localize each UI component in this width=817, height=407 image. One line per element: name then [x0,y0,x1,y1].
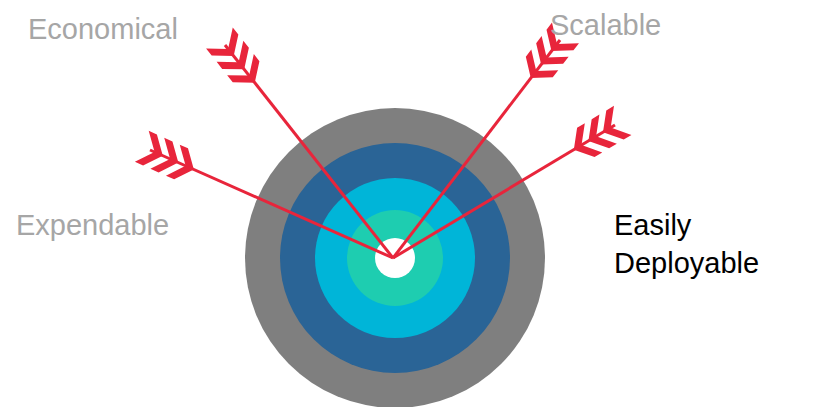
target-label: Economical [28,10,228,48]
target-label: Scalable [550,6,710,44]
target-label: Easily Deployable [614,206,799,282]
target-label: Expendable [16,206,216,244]
arrow [393,23,579,258]
arrow [135,131,393,258]
arrow [206,27,393,258]
arrow [393,106,631,258]
